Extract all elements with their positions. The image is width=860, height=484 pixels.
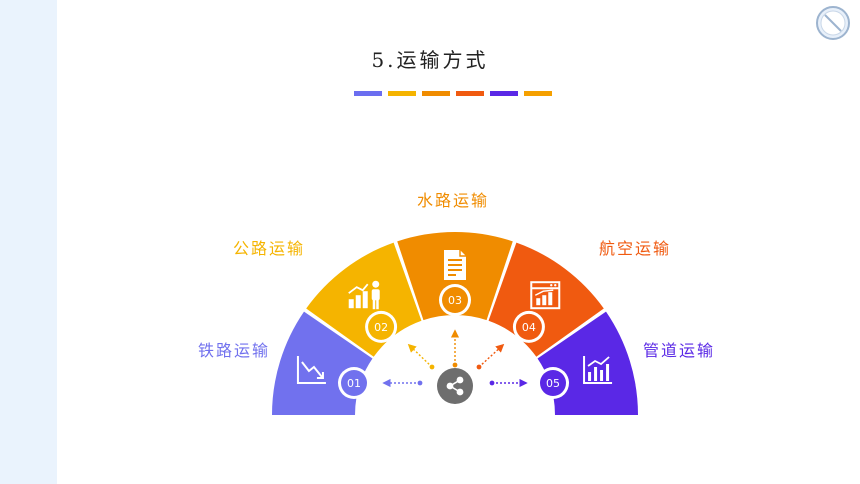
- left-sidebar-strip: [0, 0, 57, 484]
- bar-chart-up-icon: [583, 356, 613, 384]
- connector-dot-04: [476, 364, 482, 370]
- segment-label-01: 铁路运输: [198, 341, 270, 360]
- badge-number-05: 05: [546, 377, 560, 390]
- title-underline-bar-1: [354, 91, 382, 96]
- badge-number-04: 04: [522, 321, 536, 334]
- connector-dot-02: [429, 364, 435, 370]
- connector-02: [407, 343, 433, 368]
- title-underline-bar-5: [490, 91, 518, 96]
- connector-dot-03: [452, 362, 458, 368]
- title-underline-bar-6: [524, 91, 552, 96]
- segment-label-05: 管道运输: [643, 341, 715, 360]
- line-chart-down-icon: [296, 356, 326, 384]
- badge-02: 02: [365, 310, 398, 343]
- title-underline-bar-4: [456, 91, 484, 96]
- segment-label-04: 航空运输: [599, 239, 671, 258]
- presentation-person-icon: [348, 280, 380, 310]
- segment-label-03: 水路运输: [417, 191, 489, 210]
- badge-05: 05: [537, 367, 569, 399]
- bar-chart-window-icon: [530, 281, 561, 310]
- document-icon: [444, 250, 466, 280]
- connector-dot-01: [417, 380, 423, 386]
- badge-04: 04: [512, 310, 545, 343]
- badge-03: 03: [439, 284, 471, 316]
- share-icon: [437, 368, 473, 404]
- badge-number-03: 03: [448, 294, 462, 307]
- title-underline-bar-2: [388, 91, 416, 96]
- connector-04: [478, 343, 505, 368]
- connector-dot-05: [489, 380, 495, 386]
- page-title: 5.运输方式: [371, 48, 489, 72]
- corner-logo-icon: [816, 6, 850, 40]
- badge-number-01: 01: [347, 377, 361, 390]
- badge-01: 01: [338, 367, 370, 399]
- segment-label-02: 公路运输: [233, 239, 305, 258]
- segment-03: 水路运输: [397, 191, 513, 321]
- title-underline-bar-3: [422, 91, 450, 96]
- badge-number-02: 02: [374, 321, 388, 334]
